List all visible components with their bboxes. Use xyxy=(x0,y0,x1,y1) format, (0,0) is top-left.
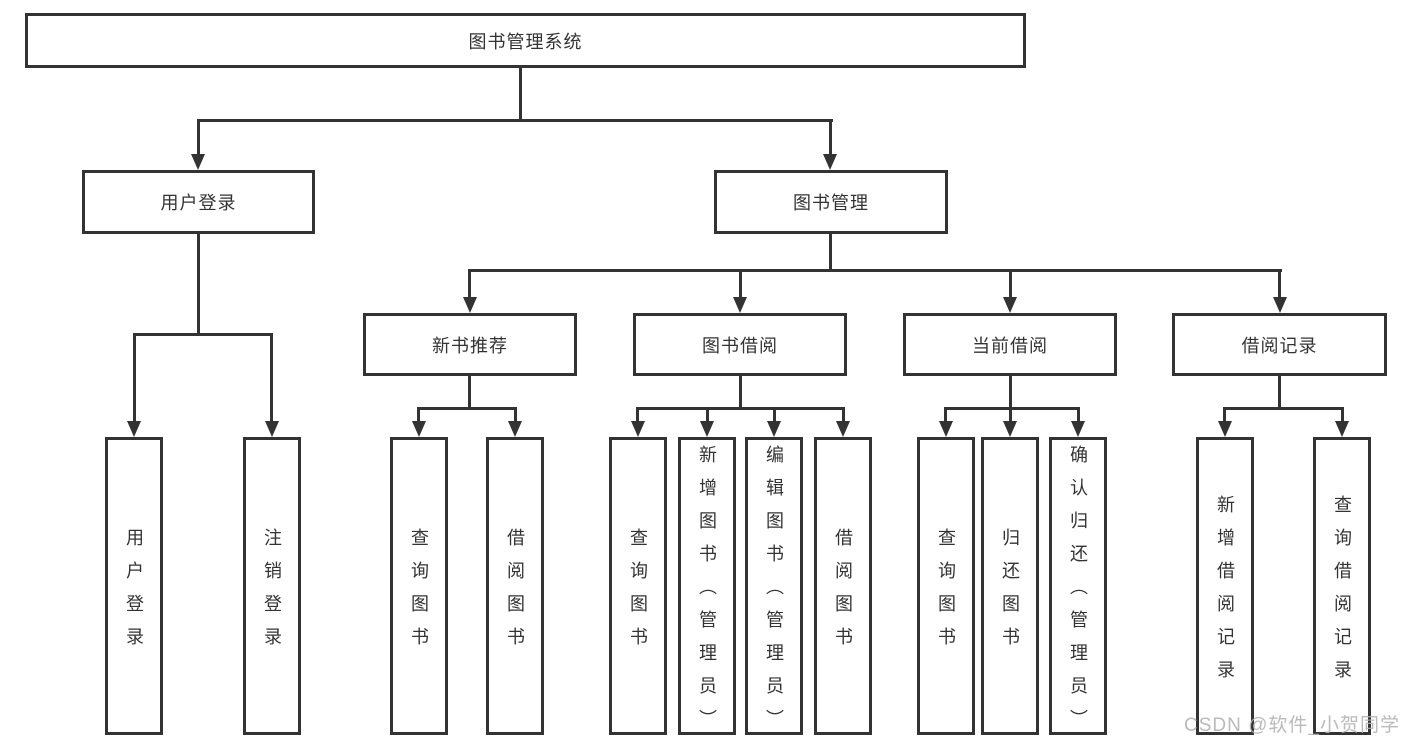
arrowhead-icon xyxy=(836,421,850,437)
arrowhead-icon xyxy=(265,421,279,437)
leaf-return-books: 归还图书 xyxy=(981,437,1039,735)
connector-line xyxy=(829,119,832,156)
leaf-query-books-current-label: 查询图书 xyxy=(936,527,956,660)
arrowhead-icon xyxy=(508,421,522,437)
connector-line xyxy=(1341,407,1344,423)
arrowhead-icon xyxy=(1003,421,1017,437)
leaf-query-books-current: 查询图书 xyxy=(917,437,975,735)
connector-line xyxy=(1223,407,1344,410)
leaf-query-borrow-record: 查询借阅记录 xyxy=(1313,437,1371,735)
connector-line xyxy=(198,119,833,122)
node-book-borrowing-label: 图书借阅 xyxy=(702,335,778,356)
connector-line xyxy=(829,234,832,272)
leaf-borrow-books-label: 借阅图书 xyxy=(833,527,853,660)
connector-line xyxy=(469,269,1282,272)
connector-line xyxy=(1077,407,1080,423)
node-user-login: 用户登录 xyxy=(82,170,315,234)
arrowhead-icon xyxy=(1335,421,1349,437)
node-user-login-label: 用户登录 xyxy=(160,193,237,213)
leaf-add-borrow-record: 新增借阅记录 xyxy=(1196,437,1254,735)
connector-line xyxy=(739,376,742,410)
node-book-management-label: 图书管理 xyxy=(793,193,869,213)
arrowhead-icon xyxy=(1071,421,1085,437)
connector-line xyxy=(1009,376,1012,410)
connector-line xyxy=(773,407,776,423)
leaf-logout: 注销登录 xyxy=(243,437,301,735)
connector-line xyxy=(636,407,845,410)
leaf-query-books-recommend-label: 查询图书 xyxy=(409,527,429,660)
node-root-label: 图书管理系统 xyxy=(468,31,583,52)
arrowhead-icon xyxy=(191,154,205,170)
leaf-edit-book-admin: 编辑图书（管理员） xyxy=(745,437,803,742)
leaf-return-books-label: 归还图书 xyxy=(1000,527,1020,660)
connector-line xyxy=(944,407,1080,410)
csdn-watermark-text: CSDN @软件_小贺同学 xyxy=(1184,715,1400,736)
leaf-edit-book-admin-label: 编辑图书（管理员） xyxy=(764,445,784,742)
connector-line xyxy=(636,407,639,423)
connector-line xyxy=(270,333,273,422)
arrowhead-icon xyxy=(1273,297,1287,313)
node-new-book-recommendation: 新书推荐 xyxy=(363,313,577,376)
connector-line xyxy=(1223,407,1226,423)
leaf-add-book-admin-label: 新增图书（管理员） xyxy=(697,445,717,742)
connector-line xyxy=(1009,269,1012,299)
leaf-confirm-return-admin: 确认归还（管理员） xyxy=(1049,437,1107,742)
leaf-logout-label: 注销登录 xyxy=(262,527,282,660)
connector-line xyxy=(197,234,200,336)
connector-line xyxy=(197,119,200,156)
connector-line xyxy=(133,333,136,422)
node-book-management: 图书管理 xyxy=(714,170,948,234)
arrowhead-icon xyxy=(1003,297,1017,313)
arrowhead-icon xyxy=(767,421,781,437)
node-root: 图书管理系统 xyxy=(25,13,1026,68)
arrowhead-icon xyxy=(700,421,714,437)
connector-line xyxy=(842,407,845,423)
node-borrowing-records: 借阅记录 xyxy=(1172,313,1387,376)
leaf-add-book-admin: 新增图书（管理员） xyxy=(678,437,736,742)
connector-line xyxy=(1278,376,1281,410)
arrowhead-icon xyxy=(412,421,426,437)
node-current-borrowing-label: 当前借阅 xyxy=(972,335,1048,356)
leaf-borrow-books-recommend: 借阅图书 xyxy=(486,437,544,735)
connector-line xyxy=(468,269,471,299)
leaf-query-books-borrowing-label: 查询图书 xyxy=(628,527,648,660)
connector-line xyxy=(706,407,709,423)
node-new-book-recommendation-label: 新书推荐 xyxy=(432,335,508,356)
arrowhead-icon xyxy=(733,297,747,313)
leaf-user-login-label: 用户登录 xyxy=(124,527,144,660)
connector-line xyxy=(468,376,471,410)
connector-line xyxy=(514,407,517,423)
connector-line xyxy=(417,407,517,410)
connector-line xyxy=(1278,269,1281,299)
node-borrowing-records-label: 借阅记录 xyxy=(1241,335,1318,356)
connector-line xyxy=(519,68,522,122)
connector-line xyxy=(739,269,742,299)
connector-line xyxy=(1009,407,1012,423)
leaf-query-books-borrowing: 查询图书 xyxy=(609,437,667,735)
connector-line xyxy=(133,333,273,336)
leaf-query-borrow-record-label: 查询借阅记录 xyxy=(1332,494,1352,693)
arrowhead-icon xyxy=(823,154,837,170)
arrowhead-icon xyxy=(939,421,953,437)
node-current-borrowing: 当前借阅 xyxy=(903,313,1117,376)
leaf-user-login: 用户登录 xyxy=(105,437,163,735)
leaf-confirm-return-admin-label: 确认归还（管理员） xyxy=(1068,445,1088,742)
arrowhead-icon xyxy=(127,421,141,437)
arrowhead-icon xyxy=(463,297,477,313)
arrowhead-icon xyxy=(631,421,645,437)
connector-line xyxy=(944,407,947,423)
node-book-borrowing: 图书借阅 xyxy=(633,313,847,376)
csdn-watermark: CSDN @软件_小贺同学 xyxy=(1184,710,1400,737)
arrowhead-icon xyxy=(1218,421,1232,437)
leaf-query-books-recommend: 查询图书 xyxy=(390,437,448,735)
leaf-borrow-books: 借阅图书 xyxy=(814,437,872,735)
leaf-borrow-books-recommend-label: 借阅图书 xyxy=(505,527,525,660)
connector-line xyxy=(417,407,420,423)
leaf-add-borrow-record-label: 新增借阅记录 xyxy=(1215,494,1235,693)
